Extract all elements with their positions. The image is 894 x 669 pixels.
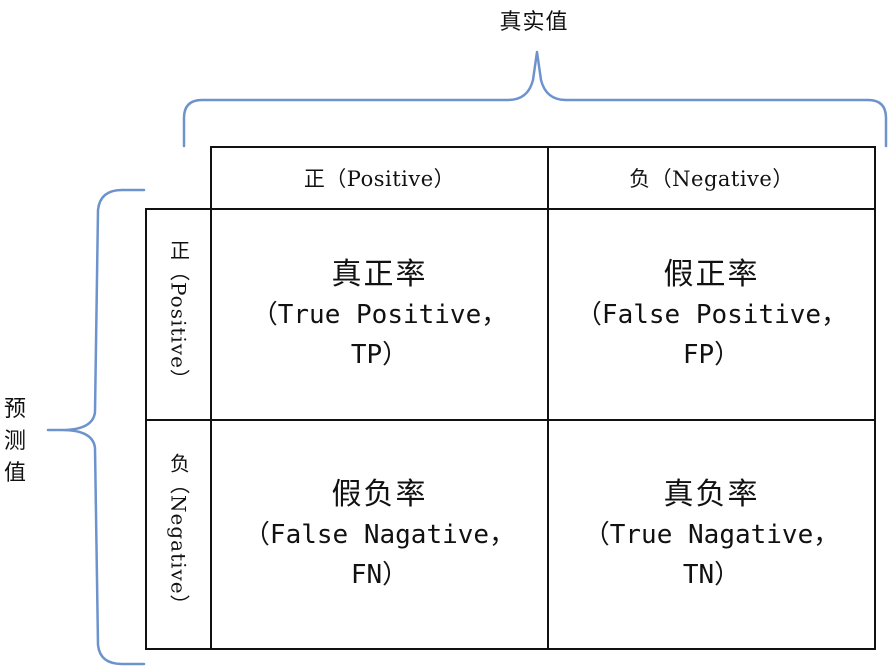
grid-line — [210, 146, 212, 650]
grid-line — [145, 648, 876, 650]
side-label-char: 预 — [3, 397, 26, 422]
row-header-positive: 正（Positive） — [147, 210, 210, 419]
top-brace — [182, 50, 888, 148]
column-header-positive: 正（Positive） — [303, 167, 456, 191]
row-header-label: 负（Negative） — [166, 453, 191, 616]
grid-line — [210, 146, 876, 148]
cell-abbreviation: TP） — [350, 339, 409, 370]
cell-subtitle: （True Nagative， — [583, 519, 840, 550]
true-positive-cell: 真正率 （True Positive， TP） — [212, 210, 547, 419]
column-header-negative: 负（Negative） — [629, 167, 794, 191]
grid-line — [145, 208, 147, 650]
cell-title: 真正率 — [331, 256, 428, 292]
grid-line — [145, 208, 876, 210]
cell-abbreviation: TN） — [682, 559, 741, 590]
false-positive-cell: 假正率 （False Positive， FP） — [549, 210, 874, 419]
cell-subtitle: （False Positive， — [575, 299, 848, 330]
grid-line — [547, 146, 549, 650]
cell-subtitle: （False Nagative， — [243, 519, 516, 550]
cell-title: 假正率 — [663, 256, 760, 292]
grid-line — [145, 419, 876, 421]
grid-line — [874, 146, 876, 650]
cell-abbreviation: FP） — [682, 339, 741, 370]
cell-title: 真负率 — [663, 476, 760, 512]
row-header-label: 正（Positive） — [166, 239, 191, 390]
false-negative-cell: 假负率 （False Nagative， FN） — [212, 421, 547, 648]
side-label-char: 值 — [3, 461, 26, 486]
side-label-char: 测 — [3, 429, 26, 454]
row-header-negative: 负（Negative） — [147, 421, 210, 648]
cell-abbreviation: FN） — [350, 559, 409, 590]
cell-subtitle: （True Positive， — [251, 299, 508, 330]
predicted-value-axis-label: 预 测 值 — [0, 394, 30, 490]
true-negative-cell: 真负率 （True Nagative， TN） — [549, 421, 874, 648]
true-value-axis-label: 真实值 — [499, 10, 569, 35]
cell-title: 假负率 — [331, 476, 428, 512]
left-brace — [46, 188, 146, 666]
